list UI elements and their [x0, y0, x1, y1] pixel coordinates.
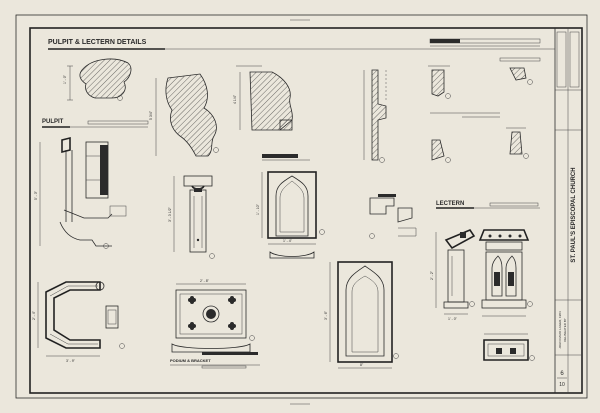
moulding-profile-2: 5 3/4" — [149, 73, 219, 157]
quatrefoil-3 — [188, 322, 196, 330]
dim-profile-2: 5 3/4" — [149, 110, 153, 120]
dim-tall-panel: 3' - 6" — [324, 310, 328, 320]
dim-tall-panel-width: 8" — [360, 363, 364, 367]
quatrefoil-center — [202, 305, 220, 323]
lectern-front-elevation — [478, 229, 533, 317]
sheet-total: 10 — [559, 382, 565, 388]
credit-line-1: JOHN DAVID LAGER, 1984 — [558, 311, 562, 349]
dim-plan-width: 3' - 9" — [66, 359, 76, 363]
dimension-bar-right — [430, 112, 500, 118]
moulding-profile-6 — [499, 57, 541, 85]
outer-border — [15, 14, 588, 399]
quatrefoil-4 — [228, 322, 236, 330]
pulpit-scale-bar — [70, 120, 149, 128]
dim-profile-1: 1' - 0" — [63, 74, 67, 84]
lectern-side-elevation: 2' - 2" 1' - 0" — [430, 229, 476, 321]
moulding-profile-4 — [363, 69, 387, 163]
tall-gothic-arch-panel: 3' - 6" 8" — [324, 261, 399, 369]
scale-bar-top-right — [429, 38, 541, 47]
section-podium-title: PODIUM & BRACKET — [170, 358, 211, 363]
dim-panel-width: 1' - 4" — [283, 239, 293, 243]
podium-scale-bar — [170, 352, 260, 369]
pulpit-side-elevation: 5' - 3" — [34, 136, 127, 249]
moulding-profile-7 — [431, 139, 451, 163]
pulpit-pilaster: 3' - 3 1/2" — [168, 175, 215, 259]
quatrefoil-1 — [188, 296, 196, 304]
inner-border — [29, 27, 583, 394]
moulding-profile-5 — [428, 65, 451, 99]
pulpit-plan: 3' - 9" 2' - 4" — [32, 281, 125, 363]
section-lectern-title: LECTERN — [436, 201, 464, 207]
sheet-number: 6 — [560, 371, 564, 377]
moulding-profile-3: 4 1/4" — [233, 65, 293, 131]
podium-top-plan: 2' - 8" — [171, 279, 255, 353]
main-title: PULPIT & LECTERN DETAILS — [48, 39, 147, 46]
dim-pulpit-height: 5' - 3" — [34, 190, 38, 200]
dim-lectern-height: 2' - 2" — [430, 270, 434, 280]
dim-lectern-base: 1' - 0" — [448, 317, 458, 321]
dim-plan-depth: 2' - 4" — [32, 310, 36, 320]
moulding-profile-8 — [506, 127, 529, 159]
dim-profile-3: 4 1/4" — [233, 94, 237, 104]
title-block: ST. PAUL'S EPISCOPAL CHURCH JOHN DAVID L… — [554, 28, 582, 393]
bracket-detail — [369, 194, 417, 239]
building-name: ST. PAUL'S EPISCOPAL CHURCH — [571, 167, 577, 262]
dim-pilaster: 3' - 3 1/2" — [168, 206, 172, 222]
lectern-plan — [483, 333, 535, 361]
moulding-profile-1: 1' - 0" — [63, 58, 132, 101]
lectern-scale-bar — [474, 202, 540, 209]
quatrefoil-2 — [228, 296, 236, 304]
dim-podium-width: 2' - 8" — [200, 279, 210, 283]
credit-line-2: DELINEATED BY — [563, 318, 567, 341]
dim-panel-height: 1' - 10" — [256, 203, 260, 215]
gothic-panel-elevation: 1' - 10" 1' - 4" — [256, 154, 325, 259]
section-pulpit-title: PULPIT — [42, 119, 64, 125]
